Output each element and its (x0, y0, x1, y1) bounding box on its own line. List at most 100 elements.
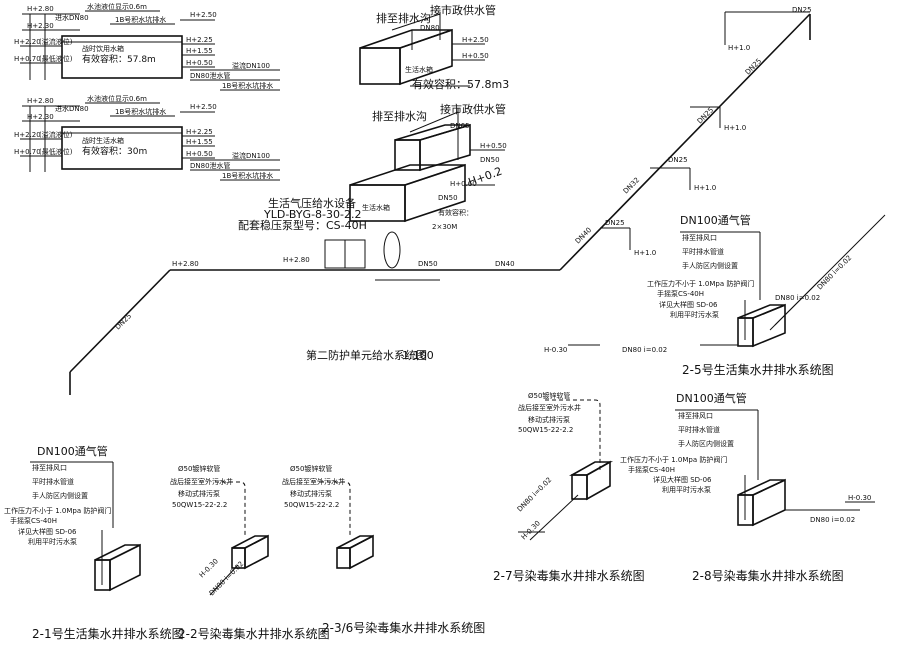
label-h060: H+0.60 (450, 180, 477, 188)
note-3: 手人防区内侧设置 (678, 439, 734, 448)
vent-label: DN100通气管 (676, 391, 747, 405)
pit-title: 2-7号染毒集水井排水系统图 (493, 568, 645, 583)
label-dn50: DN50 (418, 260, 438, 268)
note-2: 战后接至室外污水井 (170, 477, 233, 486)
diagram-scale: 1:100 (402, 349, 434, 362)
diagram-title: 第二防护单元给水系统图 (306, 348, 427, 362)
label-dn100: 溢流DN100 (232, 61, 270, 70)
equipment-model: YLD-BYG-8-30-2.2 (263, 208, 361, 221)
note-d: (最低液位) (39, 54, 73, 63)
note-1: 排至排风口 (682, 233, 717, 242)
label-dn80-drain: DN80泄水管 (190, 71, 231, 80)
label-dn25a: DN25 (605, 219, 625, 227)
pump-model: 50QW15-22-2.2 (518, 426, 573, 434)
pit-title: 2-8号染毒集水井排水系统图 (692, 568, 844, 583)
tank-name: 生活水箱 (362, 203, 390, 212)
pit-title: 2-2号染毒集水井排水系统图 (178, 626, 330, 641)
note-7: 利用平时污水泵 (670, 310, 719, 319)
pit-2-8: DN100通气管 排至排风口 平时排水管道 手人防区内侧设置 工作压力不小于 1… (620, 391, 875, 583)
label-dn40a: DN40 (495, 260, 515, 268)
label-h030: H-0.30 (848, 494, 871, 502)
vent-label: DN100通气管 (680, 213, 751, 227)
label-overflow: 排至排水沟 (376, 11, 431, 25)
label-dn80: 进水DN80 (55, 13, 89, 22)
equipment-name: 生活气压给水设备 (268, 196, 356, 210)
pit-2-5: DN100通气管 排至排风口 平时排水管道 手人防区内侧设置 工作压力不小于 1… (544, 213, 886, 377)
note-b: 1B号积水坑排水 (115, 15, 166, 24)
label-h030: H-0.30 (520, 519, 542, 541)
note-1: 排至排风口 (32, 463, 67, 472)
label-h050: H+0.50 (186, 59, 213, 67)
iso-tank-2: 排至排水沟 接市政供水管 DN65 H+0.50 DN50 H+0.60 H+0… (349, 102, 507, 231)
label-h10c: H+1.0 (724, 124, 746, 132)
pit-title: 2-5号生活集水井排水系统图 (682, 362, 834, 377)
note-2: 平时排水管道 (678, 425, 720, 434)
label-h155: H+1.55 (186, 138, 213, 146)
note-4: 工作压力不小于 1.0Mpa 防护阀门 (620, 455, 727, 464)
label-dn80b: DN80 i=0.02 (775, 294, 820, 302)
label-h10d: H+1.0 (728, 44, 750, 52)
label-h030: H-0.30 (544, 346, 567, 354)
label-overflow: 排至排水沟 (372, 109, 427, 123)
label-h250: H+2.50 (190, 11, 217, 19)
note-5: 手摇泵CS-40H (628, 465, 675, 474)
label-h10a: H+1.0 (634, 249, 656, 257)
label-dn40b: DN40 (574, 226, 593, 245)
label-h280: H+2.80 (27, 97, 54, 105)
pit-2-7: Ø50镀锌软管 战后接至室外污水井 移动式排污泵 50QW15-22-2.2 D… (493, 391, 645, 583)
note-c: (溢流液位) (39, 130, 73, 139)
note-b2: 1B号积水坑排水 (222, 81, 273, 90)
note-2: 战后接至室外污水井 (518, 403, 581, 412)
note-3: 移动式排污泵 (290, 489, 332, 498)
note-1: 排至排风口 (678, 411, 713, 420)
note-6: 详见大样图 SD-06 (659, 300, 718, 309)
label-dn50: DN50 (480, 156, 500, 164)
note-3: 移动式排污泵 (528, 415, 570, 424)
label-dn65: DN65 (450, 122, 470, 130)
label-dn25d: DN25 (744, 57, 763, 76)
pit-2-3-6: Ø50镀锌软管 战后接至室外污水井 移动式排污泵 50QW15-22-2.2 2… (282, 464, 485, 635)
label-h250: H+2.50 (190, 103, 217, 111)
label-h10b: H+1.0 (694, 184, 716, 192)
note-6: 详见大样图 SD-06 (653, 475, 712, 484)
label-h050: H+0.50 (186, 150, 213, 158)
pump-model: 50QW15-22-2.2 (284, 501, 339, 509)
iso-tank-1: 排至排水沟 接市政供水管 DN80 H+2.50 H+0.50 生活水箱 有效容… (359, 3, 509, 91)
tank-section-2: H+2.80 进水DN80 水池液位显示0.6m H+2.50 H+2.30 1… (14, 94, 280, 181)
note-7: 利用平时污水泵 (662, 485, 711, 494)
label-h220: H+2.20 (14, 38, 41, 46)
label-dn100: 溢流DN100 (232, 151, 270, 160)
label-h225: H+2.25 (186, 128, 213, 136)
tank-name: 战时饮用水箱 (82, 44, 124, 53)
note-d: (最低液位) (39, 147, 73, 156)
label-h220: H+2.20 (14, 131, 41, 139)
label-capacity: 有效容积： (438, 208, 473, 217)
pit-title: 2-1号生活集水井排水系统图 (32, 626, 184, 641)
label-h070: H+0.70 (14, 148, 41, 156)
note-a: 水池液位显示0.6m (87, 94, 147, 103)
pump-model: 50QW15-22-2.2 (172, 501, 227, 509)
label-h230: H+2.30 (27, 22, 54, 30)
tank-name: 战时生活水箱 (82, 136, 124, 145)
label-h280: H+2.80 (172, 260, 199, 268)
label-supply: 接市政供水管 (440, 102, 506, 116)
label-h030: H-0.30 (198, 557, 220, 579)
note-c: (溢流液位) (39, 37, 73, 46)
label-h070: H+0.70 (14, 55, 41, 63)
note-a: 水池液位显示0.6m (87, 2, 147, 11)
note-2: 战后接至室外污水井 (282, 477, 345, 486)
label-h230: H+2.30 (27, 113, 54, 121)
note-3: 移动式排污泵 (178, 489, 220, 498)
note-1: Ø50镀锌软管 (528, 391, 570, 400)
label-dn25f: DN25 (114, 312, 133, 331)
note-1: Ø50镀锌软管 (178, 464, 220, 473)
equipment-pump: 配套稳压泵型号：CS-40H (238, 218, 367, 232)
label-h050: H+0.50 (480, 142, 507, 150)
label-h250: H+2.50 (462, 36, 489, 44)
note-5: 手摇泵CS-40H (657, 289, 704, 298)
label-dn25b: DN25 (668, 156, 688, 164)
label-h050: H+0.50 (462, 52, 489, 60)
tank-section-1: H+2.80 进水DN80 水池液位显示0.6m H+2.50 H+2.30 1… (14, 2, 280, 91)
label-capacity2: 2×30M (432, 223, 457, 231)
label-dn32: DN32 (622, 176, 641, 195)
